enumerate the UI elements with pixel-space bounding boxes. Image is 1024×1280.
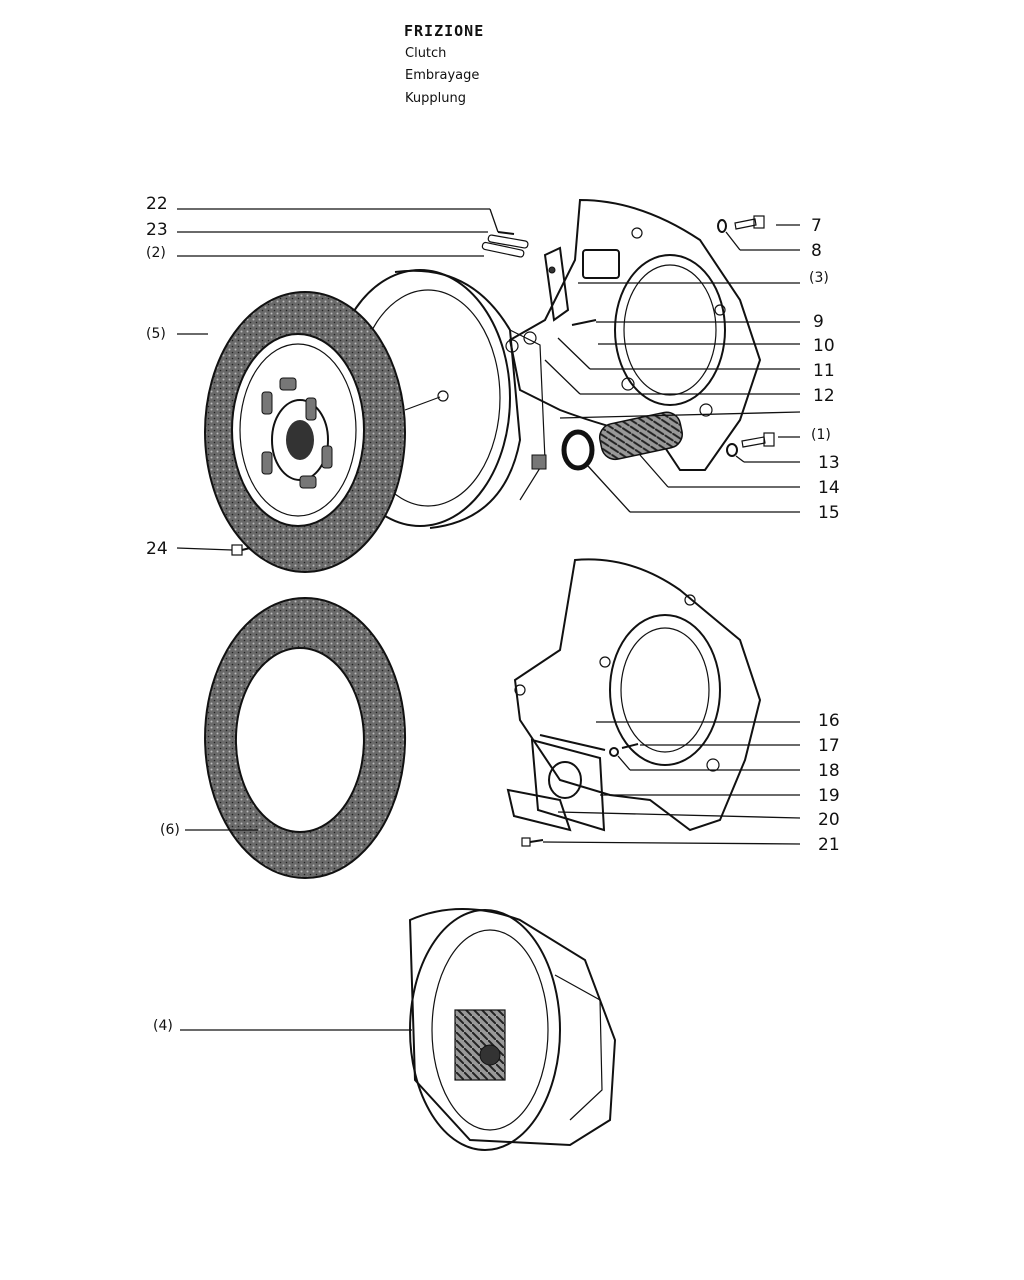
callout-16: 16 [818, 711, 840, 731]
cover-plate [506, 738, 606, 832]
washer-8 [717, 219, 727, 233]
bellhousing-upper [505, 198, 762, 471]
driven-disc [204, 291, 406, 573]
callout-2: (2) [146, 245, 166, 261]
callout-19: 19 [818, 786, 840, 806]
callout-9: 9 [813, 312, 824, 332]
callout-20: 20 [818, 810, 840, 830]
callout-5: (5) [146, 326, 166, 342]
callout-23: 23 [146, 220, 168, 240]
release-bearing [561, 429, 595, 471]
callout-12: 12 [813, 386, 835, 406]
bolt-1 [741, 432, 775, 448]
bellhousing-lower [513, 558, 762, 832]
callout-17: 17 [818, 736, 840, 756]
washer-18 [609, 747, 619, 757]
title-french: Embrayage [405, 68, 480, 83]
callout-8: 8 [811, 241, 822, 261]
callout-13: 13 [818, 453, 840, 473]
callout-10: 10 [813, 336, 835, 356]
callout-14: 14 [818, 478, 840, 498]
callout-3: (3) [809, 270, 829, 286]
clutch-cover-assembly [408, 908, 617, 1151]
pin-22 [497, 231, 515, 235]
callout-11: 11 [813, 361, 835, 381]
callout-15: 15 [818, 503, 840, 523]
title-german: Kupplung [405, 91, 466, 106]
pressure-plate-cover [329, 269, 547, 529]
leader-lines [176, 208, 801, 1031]
callout-21: 21 [818, 835, 840, 855]
bolt-7 [734, 215, 765, 230]
callout-22: 22 [146, 194, 168, 214]
title-italian: FRIZIONE [404, 22, 485, 40]
washer-13 [726, 443, 738, 457]
friction-lining-ring [204, 597, 406, 879]
screw-21 [521, 837, 544, 847]
release-spring [598, 411, 683, 461]
callout-1: (1) [811, 427, 831, 443]
callout-4: (4) [153, 1018, 173, 1034]
callout-24: 24 [146, 539, 168, 559]
callout-6: (6) [160, 822, 180, 838]
title-english: Clutch [405, 46, 447, 61]
callout-18: 18 [818, 761, 840, 781]
callout-7: 7 [811, 216, 822, 236]
pin-23 [487, 234, 529, 249]
pin-2 [481, 241, 525, 258]
bolt-17 [621, 743, 639, 749]
gasket-16 [539, 734, 606, 751]
